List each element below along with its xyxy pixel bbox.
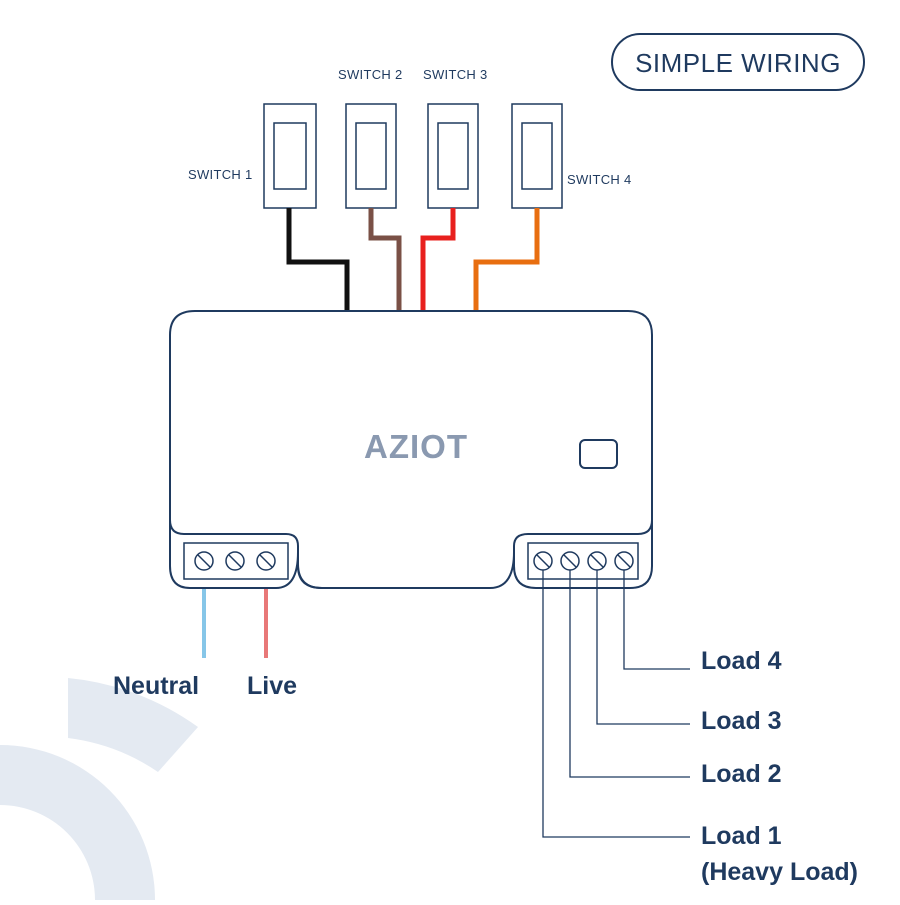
load-3-label: Load 3 xyxy=(701,707,782,735)
terminal-screw-neutral xyxy=(194,551,214,571)
switch-3-wire xyxy=(420,208,456,313)
load-3-wire xyxy=(596,570,690,725)
live-label: Live xyxy=(247,672,297,700)
load-4-label: Load 4 xyxy=(701,647,782,675)
terminal-screw-load-1 xyxy=(533,551,553,571)
switch-1-label: SWITCH 1 xyxy=(188,167,253,182)
aziot-relay-module: AZIOT xyxy=(169,310,653,589)
terminal-screw-live xyxy=(256,551,276,571)
neutral-label: Neutral xyxy=(113,672,199,700)
terminal-screw-load-4 xyxy=(614,551,634,571)
status-led-indicator xyxy=(579,439,618,469)
input-terminal-block xyxy=(183,542,289,580)
switch-2 xyxy=(345,103,397,209)
load-1-note: (Heavy Load) xyxy=(701,858,858,886)
simple-wiring-badge: SIMPLE WIRING xyxy=(611,33,865,91)
switch-2-label: SWITCH 2 xyxy=(338,67,403,82)
load-2-wire xyxy=(569,570,690,778)
switch-4-wire xyxy=(473,208,540,313)
switch-1 xyxy=(263,103,317,209)
terminal-screw-load-3 xyxy=(587,551,607,571)
switch-3 xyxy=(427,103,479,209)
terminal-screw-unused xyxy=(225,551,245,571)
aziot-logo: AZIOT xyxy=(364,428,468,465)
switch-2-wire xyxy=(368,208,402,313)
terminal-screw-load-2 xyxy=(560,551,580,571)
switch-4-label: SWITCH 4 xyxy=(567,172,632,187)
load-1-label: Load 1 xyxy=(701,822,782,850)
load-4-wire xyxy=(623,570,690,670)
switch-4 xyxy=(511,103,563,209)
decorative-arcs xyxy=(0,678,198,900)
load-2-label: Load 2 xyxy=(701,760,782,788)
switch-3-label: SWITCH 3 xyxy=(423,67,488,82)
switch-1-wire xyxy=(286,208,350,313)
badge-label: SIMPLE WIRING xyxy=(635,48,841,78)
load-1-wire xyxy=(542,570,690,838)
load-terminal-block xyxy=(527,542,639,580)
